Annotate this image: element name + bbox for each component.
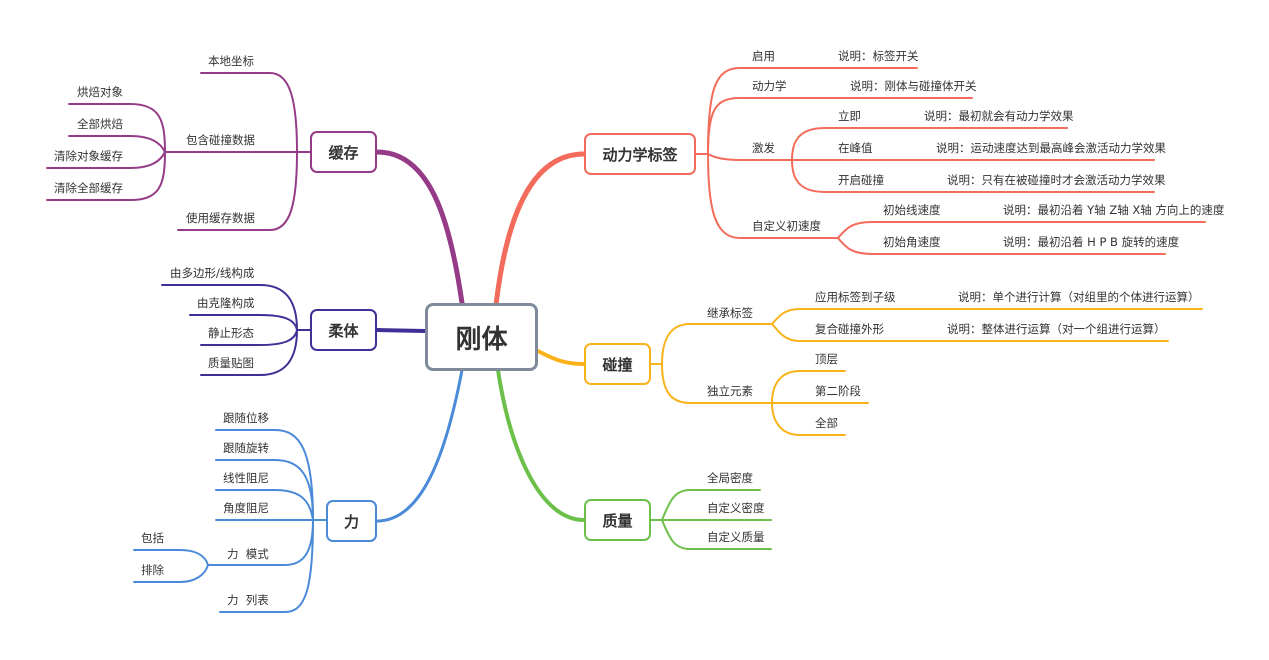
enable-label[interactable]: 启用 bbox=[752, 49, 775, 63]
mass-global-density[interactable]: 全局密度 bbox=[707, 471, 753, 485]
branch-dynamics bbox=[493, 151, 587, 308]
trigger-immediate[interactable]: 立即 bbox=[838, 109, 861, 123]
force-list[interactable]: 力 列表 bbox=[227, 593, 269, 607]
force-mode-exclude[interactable]: 排除 bbox=[141, 563, 164, 577]
independent-elements-label[interactable]: 独立元素 bbox=[707, 384, 753, 398]
force-node[interactable]: 力 bbox=[326, 500, 377, 542]
branch-mass bbox=[496, 368, 586, 522]
trigger-immediate-note: 说明：最初就会有动力学效果 bbox=[924, 109, 1074, 123]
force-mode[interactable]: 力 模式 bbox=[227, 547, 269, 561]
enable-note: 说明：标签开关 bbox=[838, 49, 919, 63]
force-angular-damping[interactable]: 角度阻尼 bbox=[223, 501, 269, 515]
force-mode-include[interactable]: 包括 bbox=[141, 531, 164, 545]
force-follow-rotation[interactable]: 跟随旋转 bbox=[223, 441, 269, 455]
apply-to-children-note: 说明：单个进行计算（对组里的个体进行运算） bbox=[958, 290, 1200, 304]
cache-clear-object[interactable]: 清除对象缓存 bbox=[54, 149, 123, 163]
initial-linear-velocity[interactable]: 初始线速度 bbox=[883, 203, 941, 217]
mass-custom-mass[interactable]: 自定义质量 bbox=[707, 530, 765, 544]
compound-collision-note: 说明：整体进行运算（对一个组进行运算） bbox=[947, 322, 1166, 336]
branch-collision bbox=[534, 348, 586, 366]
root-node[interactable]: 刚体 bbox=[425, 303, 538, 371]
dynamics-tag-node[interactable]: 动力学标签 bbox=[584, 133, 696, 175]
cache-use-data[interactable]: 使用缓存数据 bbox=[186, 211, 255, 225]
trigger-label[interactable]: 激发 bbox=[752, 141, 775, 155]
initial-angular-velocity-note: 说明：最初沿着 H P B 旋转的速度 bbox=[1003, 235, 1180, 249]
inherit-tag-label[interactable]: 继承标签 bbox=[707, 306, 753, 320]
softbody-node[interactable]: 柔体 bbox=[310, 309, 377, 351]
branch-cache bbox=[374, 149, 465, 306]
trigger-collision[interactable]: 开启碰撞 bbox=[838, 173, 884, 187]
cache-bake-object[interactable]: 烘焙对象 bbox=[77, 85, 123, 99]
softbody-polygon[interactable]: 由多边形/线构成 bbox=[170, 266, 255, 280]
force-follow-position[interactable]: 跟随位移 bbox=[223, 411, 269, 425]
softbody-clone[interactable]: 由克隆构成 bbox=[197, 296, 255, 310]
independent-top[interactable]: 顶层 bbox=[815, 352, 838, 366]
cache-bake-all[interactable]: 全部烘焙 bbox=[77, 117, 123, 131]
independent-all[interactable]: 全部 bbox=[815, 416, 838, 430]
cache-local-coords[interactable]: 本地坐标 bbox=[208, 54, 254, 68]
compound-collision[interactable]: 复合碰撞外形 bbox=[815, 322, 884, 336]
mass-node[interactable]: 质量 bbox=[584, 499, 651, 541]
initial-angular-velocity[interactable]: 初始角速度 bbox=[883, 235, 941, 249]
softbody-mass-map[interactable]: 质量贴图 bbox=[208, 356, 254, 370]
initial-velocity-label[interactable]: 自定义初速度 bbox=[752, 219, 821, 233]
apply-to-children[interactable]: 应用标签到子级 bbox=[815, 290, 896, 304]
cache-node[interactable]: 缓存 bbox=[310, 131, 377, 173]
independent-second[interactable]: 第二阶段 bbox=[815, 384, 861, 398]
dynamics-note: 说明：刚体与碰撞体开关 bbox=[850, 79, 977, 93]
trigger-collision-note: 说明：只有在被碰撞时才会激活动力学效果 bbox=[947, 173, 1166, 187]
branch-force bbox=[375, 368, 464, 523]
mass-custom-density[interactable]: 自定义密度 bbox=[707, 501, 765, 515]
initial-linear-velocity-note: 说明：最初沿着 Y轴 Z轴 X轴 方向上的速度 bbox=[1003, 203, 1225, 217]
force-linear-damping[interactable]: 线性阻尼 bbox=[223, 471, 269, 485]
trigger-peak[interactable]: 在峰值 bbox=[838, 141, 873, 155]
cache-include-collision[interactable]: 包含碰撞数据 bbox=[186, 133, 255, 147]
collision-node[interactable]: 碰撞 bbox=[584, 343, 651, 385]
dynamics-label[interactable]: 动力学 bbox=[752, 79, 787, 93]
trigger-peak-note: 说明：运动速度达到最高峰会激活动力学效果 bbox=[936, 141, 1166, 155]
softbody-rest-state[interactable]: 静止形态 bbox=[208, 326, 254, 340]
branch-softbody bbox=[375, 328, 427, 333]
cache-clear-all[interactable]: 清除全部缓存 bbox=[54, 181, 123, 195]
